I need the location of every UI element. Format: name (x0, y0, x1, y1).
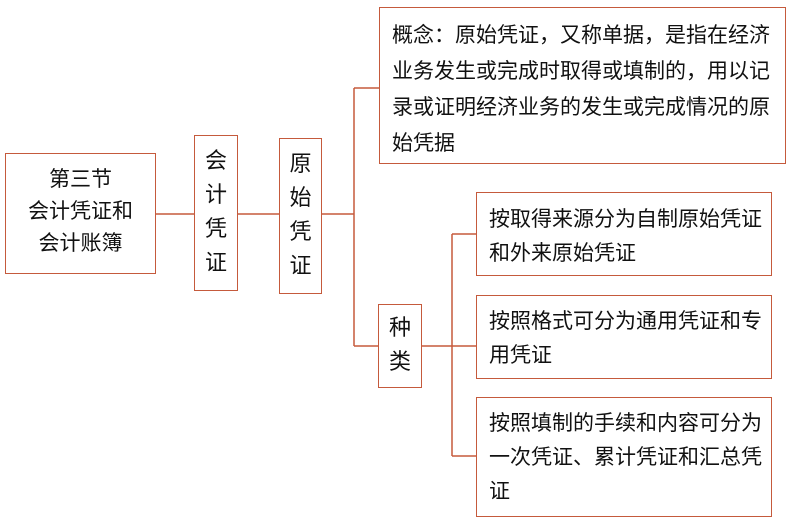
type-item-3: 按照填制的手续和内容可分为一次凭证、累计凭证和汇总凭证 (476, 397, 772, 517)
original-voucher-node: 原 始 凭 证 (279, 138, 322, 294)
types-node: 种 类 (378, 304, 422, 388)
level2-char-3: 凭 (289, 220, 312, 245)
types-char-1: 种 (388, 316, 411, 341)
level1-char-3: 凭 (204, 217, 227, 242)
concept-text: 概念：原始凭证，又称单据，是指在经济业务发生或完成时取得或填制的，用以记录或证明… (392, 23, 770, 155)
accounting-voucher-node: 会 计 凭 证 (194, 135, 238, 291)
level1-char-1: 会 (204, 149, 227, 174)
level1-char-2: 计 (204, 183, 227, 208)
type-item-2: 按照格式可分为通用凭证和专用凭证 (476, 295, 772, 379)
level2-char-1: 原 (289, 152, 312, 177)
types-char-2: 类 (388, 350, 411, 375)
concept-node: 概念：原始凭证，又称单据，是指在经济业务发生或完成时取得或填制的，用以记录或证明… (379, 7, 786, 164)
level1-char-4: 证 (204, 251, 227, 276)
level2-char-4: 证 (289, 254, 312, 279)
level2-char-2: 始 (289, 186, 312, 211)
type-item-1: 按取得来源分为自制原始凭证和外来原始凭证 (476, 192, 772, 276)
type-item-2-text: 按照格式可分为通用凭证和专用凭证 (489, 309, 762, 367)
type-item-1-text: 按取得来源分为自制原始凭证和外来原始凭证 (489, 207, 762, 265)
root-node: 第三节 会计凭证和 会计账簿 (5, 153, 156, 274)
root-line-1: 第三节 (49, 167, 112, 191)
root-line-2: 会计凭证和 (28, 199, 133, 223)
root-line-3: 会计账簿 (38, 231, 123, 255)
type-item-3-text: 按照填制的手续和内容可分为一次凭证、累计凭证和汇总凭证 (489, 411, 762, 503)
